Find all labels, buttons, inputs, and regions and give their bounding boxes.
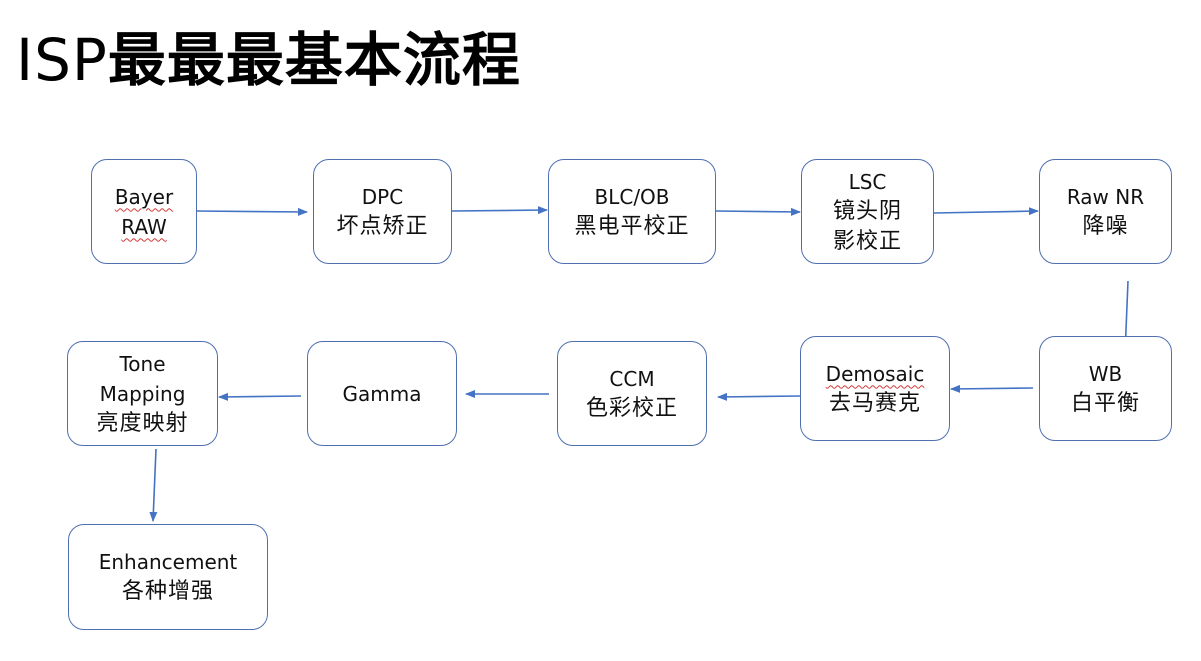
node-blc-ob: BLC/OB 黑电平校正	[548, 159, 716, 264]
node-gamma: Gamma	[307, 341, 457, 446]
node-lsc: LSC 镜头阴 影校正	[801, 159, 934, 264]
title-cjk: 最最最基本流程	[107, 26, 521, 94]
arrow-tone-enh	[149, 448, 158, 522]
node-tone-mapping-line2: Mapping	[99, 381, 186, 406]
node-blc-ob-line2: 黑电平校正	[574, 213, 690, 239]
node-ccm-line1: CCM	[609, 366, 655, 391]
node-ccm-line2: 色彩校正	[585, 395, 678, 421]
node-wb-line2: 白平衡	[1070, 390, 1140, 416]
node-bayer-raw-line1: Bayer	[114, 184, 174, 209]
node-lsc-line1: LSC	[848, 169, 887, 194]
node-dpc-line2: 坏点矫正	[336, 213, 429, 239]
node-enhancement: Enhancement 各种增强	[68, 524, 268, 630]
node-tone-mapping-line3: 亮度映射	[96, 410, 189, 436]
node-tone-mapping: Tone Mapping 亮度映射	[67, 341, 218, 446]
node-dpc: DPC 坏点矫正	[313, 159, 452, 264]
arrow-dpc-blc	[451, 206, 548, 215]
page-title: ISP最最最基本流程	[16, 24, 521, 96]
node-raw-nr-line2: 降噪	[1082, 213, 1129, 239]
node-bayer-raw: Bayer RAW	[91, 159, 197, 264]
node-demosaic-line2: 去马赛克	[828, 390, 921, 416]
arrow-bayer-dpc	[196, 207, 308, 216]
node-lsc-line3: 影校正	[832, 228, 902, 254]
node-bayer-raw-line2: RAW	[121, 214, 167, 239]
node-gamma-line1: Gamma	[342, 381, 422, 406]
node-ccm: CCM 色彩校正	[557, 341, 707, 446]
node-blc-ob-line1: BLC/OB	[594, 184, 670, 209]
arrow-gamma-tone	[218, 392, 302, 401]
arrow-blc-lsc	[715, 207, 801, 216]
arrow-lsc-rawnr	[933, 207, 1039, 216]
node-dpc-line1: DPC	[361, 184, 404, 209]
arrow-demosaic-ccm	[717, 392, 801, 401]
node-wb: WB 白平衡	[1039, 336, 1172, 441]
arrow-wb-demosaic	[950, 384, 1034, 393]
title-latin: ISP	[16, 26, 108, 94]
node-lsc-line2: 镜头阴	[832, 198, 902, 224]
node-wb-line1: WB	[1088, 361, 1123, 386]
node-raw-nr: Raw NR 降噪	[1039, 159, 1172, 264]
node-enhancement-line1: Enhancement	[98, 550, 238, 574]
node-demosaic-line1: Demosaic	[825, 361, 925, 386]
node-enhancement-line2: 各种增强	[121, 579, 214, 604]
node-tone-mapping-line1: Tone	[119, 351, 166, 376]
node-demosaic: Demosaic 去马赛克	[800, 336, 950, 441]
node-raw-nr-line1: Raw NR	[1066, 184, 1145, 209]
